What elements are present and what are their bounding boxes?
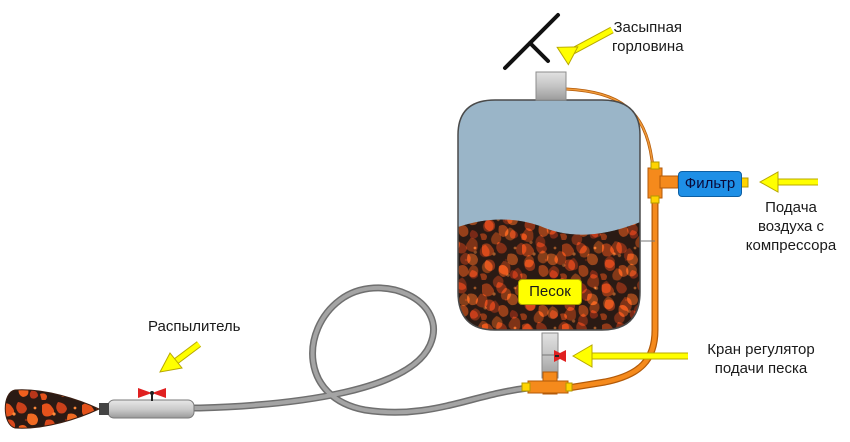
sand-valve [541,332,566,379]
arrow-sprayer [159,341,202,373]
arrow-valve [572,344,688,368]
label-air-supply-line1: Подача [765,199,817,216]
fill-neck [535,71,567,101]
sprayer [4,388,195,429]
label-fill-neck-line2: горловина [612,38,684,55]
label-fill-neck: Засыпная горловина [612,18,684,56]
sand-label: Песок [518,279,582,305]
label-valve-line2: подачи песка [714,360,808,377]
filter-label: Фильтр [678,171,742,197]
neck-lid [503,13,560,70]
arrow-fill-neck [556,26,614,66]
tank [458,100,640,330]
label-air-supply-line2: воздуха с [757,218,825,235]
label-fill-neck-line1: Засыпная [613,19,683,36]
label-air-supply: Подача воздуха с компрессора [738,198,844,255]
arrow-air-supply [758,171,818,193]
bottom-tee [521,371,573,395]
label-sprayer: Распылитель [148,318,241,335]
label-air-supply-line3: компрессора [745,237,837,254]
label-valve-line1: Кран регулятор [707,341,815,358]
label-valve: Кран регулятор подачи песка [688,340,834,378]
